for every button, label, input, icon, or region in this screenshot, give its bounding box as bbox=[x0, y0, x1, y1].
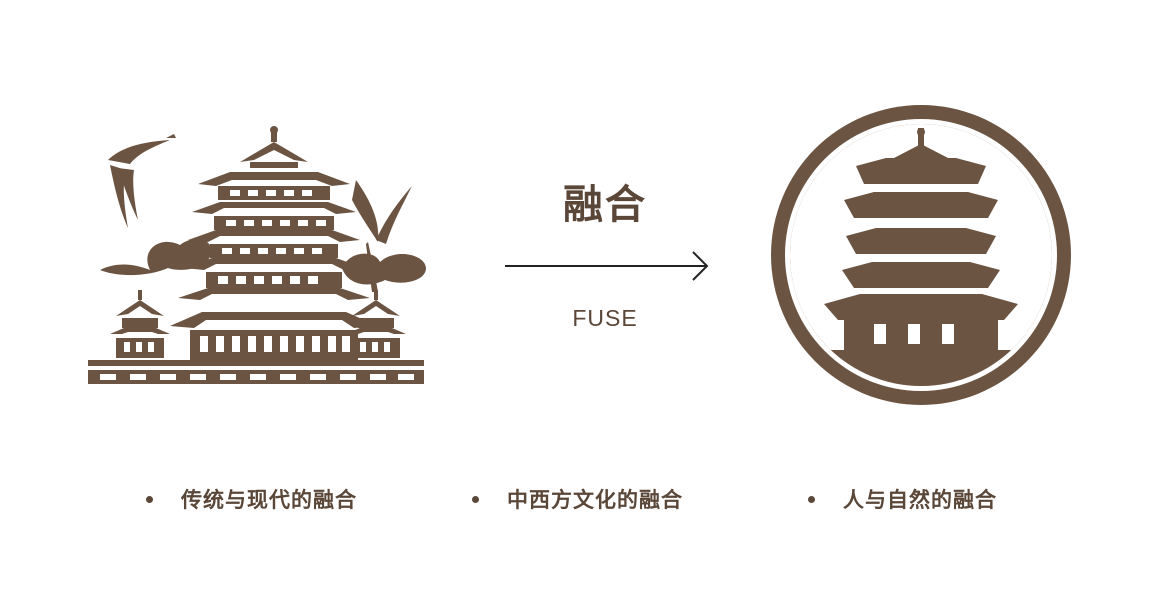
bullet-dot-icon bbox=[146, 495, 153, 503]
bullet-label: 中西方文化的融合 bbox=[507, 488, 683, 512]
bullet-label: 传统与现代的融合 bbox=[181, 488, 357, 512]
cloud-left-icon bbox=[100, 238, 212, 276]
crane-left-icon bbox=[108, 134, 176, 228]
cloud-right-icon bbox=[342, 253, 426, 285]
bullet-dot-icon bbox=[472, 495, 479, 503]
fuse-subtitle: FUSE bbox=[572, 305, 638, 331]
bullet-item-tradition-modern: 传统与现代的融合 bbox=[146, 483, 357, 515]
arrow-right-icon bbox=[505, 251, 709, 281]
bullet-item-human-nature: 人与自然的融合 bbox=[808, 483, 997, 515]
tower-logo bbox=[771, 105, 1071, 405]
bullet-item-east-west: 中西方文化的融合 bbox=[472, 483, 683, 515]
fuse-title: 融合 bbox=[563, 182, 647, 228]
tower-illustration bbox=[88, 126, 426, 384]
bullet-label: 人与自然的融合 bbox=[843, 488, 997, 512]
bullet-dot-icon bbox=[808, 495, 815, 503]
